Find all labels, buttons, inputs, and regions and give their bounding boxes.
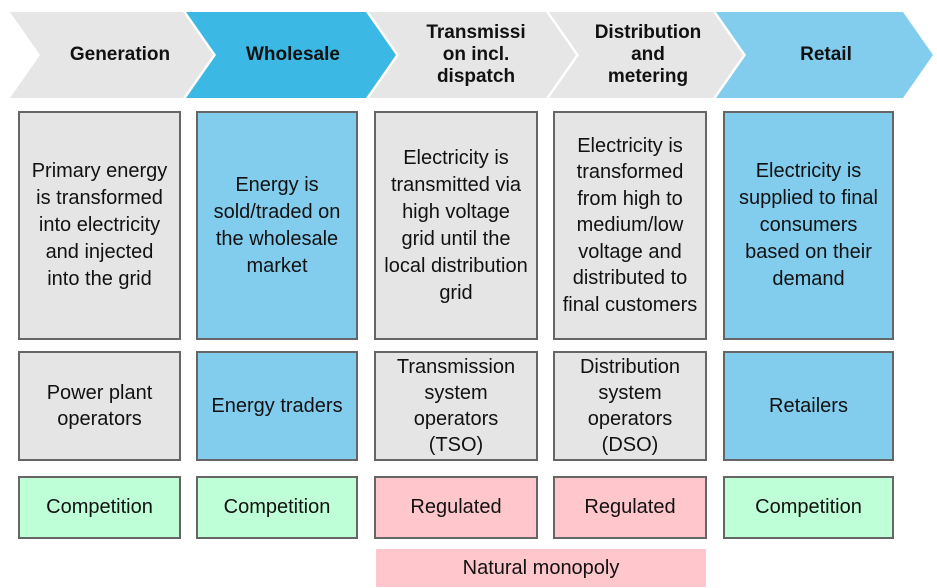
description-wholesale: Energy is sold/traded on the wholesale m… [196,111,358,340]
stage-label-transmission: Transmissi on incl. dispatch [400,12,552,98]
stage-label-retail: Retail [750,12,902,98]
description-transmission: Electricity is transmitted via high volt… [374,111,538,340]
market-type-text: Competition [46,496,153,518]
stage-label-distribution: Distribution and metering [572,12,724,98]
chevron-distribution [549,12,743,98]
actor-retail: Retailers [723,351,894,461]
actor-text: Power plant operators [46,382,153,430]
chevron-retail [716,12,933,98]
description-text: Primary energy is transformed into elect… [31,160,168,290]
description-generation: Primary energy is transformed into elect… [18,111,181,340]
actor-text: Distribution system operators (DSO) [579,356,681,456]
stage-label-wholesale: Wholesale [212,12,374,98]
stage-label-text: Retail [800,44,852,65]
market-type-distribution: Regulated [553,476,707,539]
market-type-text: Regulated [410,496,502,518]
stage-label-text: Distribution and metering [594,22,702,87]
chevron-transmission [369,12,576,98]
actor-generation: Power plant operators [18,351,181,461]
description-text: Electricity is transformed from high to … [562,134,698,316]
stage-label-generation: Generation [40,12,200,98]
value-chain-chevrons [10,12,933,98]
actor-wholesale: Energy traders [196,351,358,461]
chevron-wholesale [186,12,396,98]
actor-transmission: Transmission system operators (TSO) [374,351,538,461]
market-type-text: Competition [223,496,331,518]
description-retail: Electricity is supplied to final consume… [723,111,894,340]
natural-monopoly-band: Natural monopoly [376,549,706,587]
description-text: Electricity is supplied to final consume… [739,160,878,290]
actor-text: Transmission system operators (TSO) [396,356,516,456]
actor-distribution: Distribution system operators (DSO) [553,351,707,461]
description-text: Electricity is transmitted via high volt… [384,146,528,304]
market-type-text: Competition [755,496,862,518]
stage-label-text: Transmissi on incl. dispatch [426,22,526,87]
description-text: Energy is sold/traded on the wholesale m… [213,173,341,277]
market-type-transmission: Regulated [374,476,538,539]
market-type-wholesale: Competition [196,476,358,539]
actor-text: Retailers [769,395,848,417]
stage-label-text: Wholesale [246,44,340,65]
market-type-generation: Competition [18,476,181,539]
actor-text: Energy traders [211,395,343,417]
description-distribution: Electricity is transformed from high to … [553,111,707,340]
natural-monopoly-text: Natural monopoly [462,556,620,579]
stage-label-text: Generation [69,44,171,65]
market-type-text: Regulated [584,496,676,518]
market-type-retail: Competition [723,476,894,539]
chevron-generation [10,12,213,98]
